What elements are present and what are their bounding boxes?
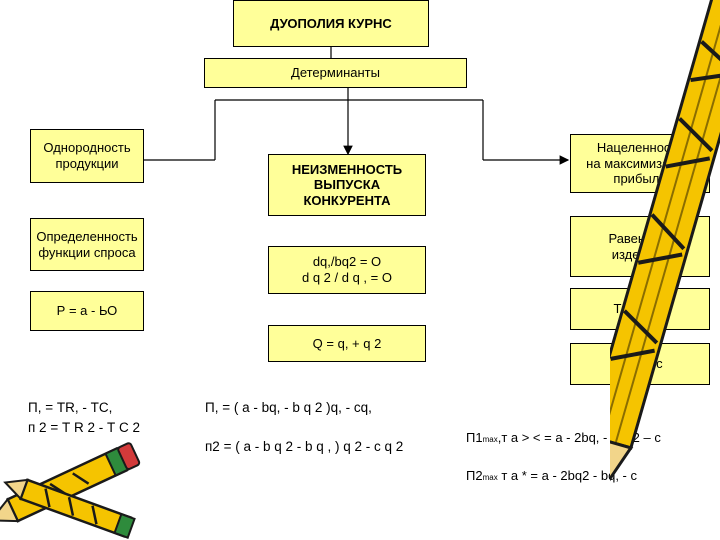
pencil-icon — [3, 478, 136, 539]
demand-certainty-box: Определенность функции спроса — [30, 218, 144, 271]
output-constancy-box: НЕИЗМЕННОСТЬ ВЫПУСКА КОНКУРЕНТА — [268, 154, 426, 216]
product-homogeneity-box: Однородность продукции — [30, 129, 144, 183]
pencil-illustration-right — [610, 0, 720, 514]
conjectural-variation-box: dq,/bq2 = О d q 2 / d q , = О — [268, 246, 426, 294]
total-output-box: Q = q, + q 2 — [268, 325, 426, 362]
profit-definition-text: П, = TR, - ТС, п 2 = Т R 2 - Т С 2 — [28, 400, 140, 435]
profit-functions-text: П, = ( а - bq, - b q 2 )q, - cq, п2 = ( … — [205, 400, 404, 455]
pencils-illustration-left — [0, 442, 141, 539]
demand-function-box: Р = а - ЬО — [30, 291, 144, 331]
pencil-icon — [610, 0, 720, 514]
title-box: ДУОПОЛИЯ КУРНС — [233, 0, 429, 47]
determinants-box: Детерминанты — [204, 58, 467, 88]
